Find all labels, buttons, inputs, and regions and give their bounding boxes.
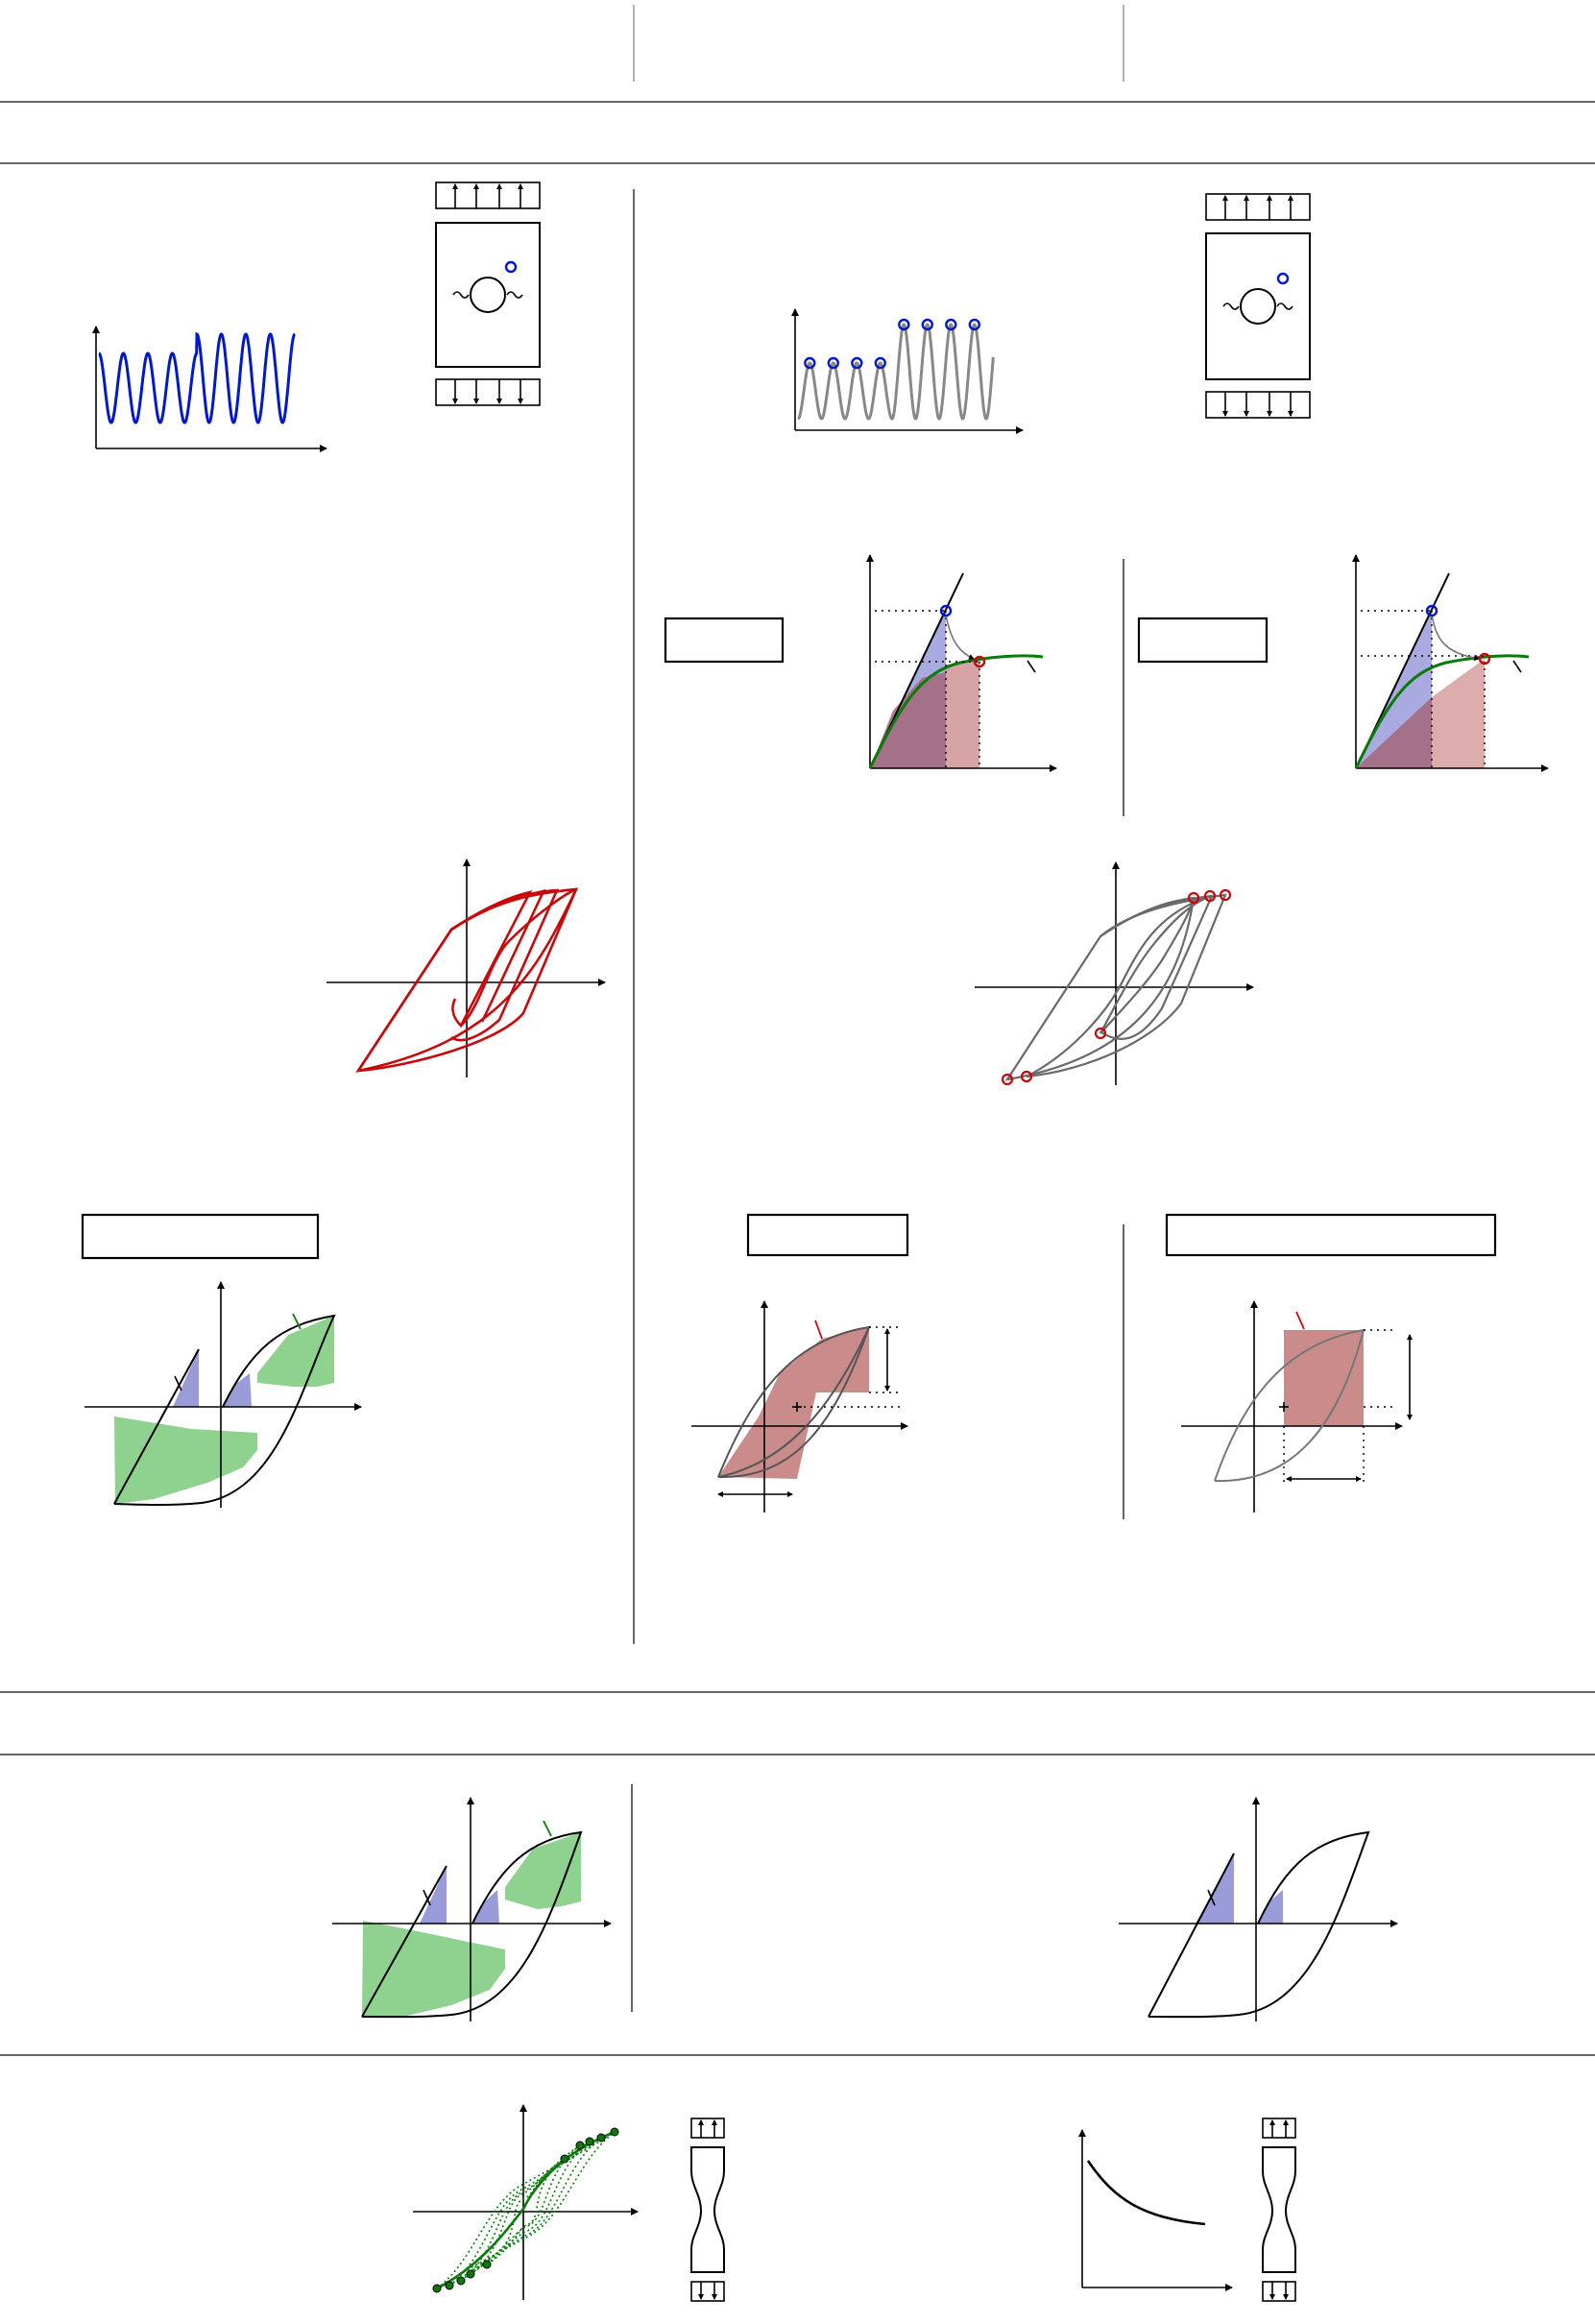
label-box-mid-2 bbox=[1137, 617, 1269, 664]
peak-marker-8 bbox=[968, 318, 980, 331]
peak-markers bbox=[804, 318, 980, 370]
peak-marker-2 bbox=[827, 356, 839, 370]
red-energy-1 bbox=[691, 1300, 908, 1513]
peak-marker-6 bbox=[921, 318, 933, 331]
sine-signal bbox=[98, 331, 296, 424]
blue-right bbox=[223, 1373, 252, 1407]
black-hysteresis-loop bbox=[1119, 1797, 1398, 2021]
peak-marker-4 bbox=[874, 356, 886, 370]
dogbone-specimen-1 bbox=[690, 2118, 725, 2302]
hysteresis-grey bbox=[975, 861, 1254, 1086]
label-box-mid-3 bbox=[746, 1213, 909, 1257]
green-upper-area bbox=[257, 1316, 334, 1387]
sine-signal-grey bbox=[797, 323, 995, 421]
decay-curve bbox=[1078, 2129, 1233, 2291]
section-rules bbox=[0, 101, 1595, 2056]
hysteresis-red bbox=[326, 859, 606, 1077]
header-dividers bbox=[633, 5, 1124, 82]
neuber-diagram-1 bbox=[866, 554, 1057, 772]
peak-marker-5 bbox=[898, 318, 910, 331]
dotted-loop-4 bbox=[470, 2144, 581, 2275]
dogbone-specimen-2 bbox=[1262, 2118, 1296, 2302]
column-dividers bbox=[631, 189, 1124, 2012]
dotted-loop-1 bbox=[436, 2131, 616, 2289]
overlap-area bbox=[870, 672, 946, 768]
green-dotted-loops bbox=[413, 2104, 639, 2300]
neuber-diagram-2 bbox=[1352, 554, 1549, 772]
green-energy-loop-2 bbox=[332, 1797, 612, 2021]
red-area bbox=[946, 660, 979, 768]
peak-marker-1 bbox=[804, 356, 816, 370]
blue-marker bbox=[504, 260, 518, 274]
peak-marker-7 bbox=[945, 318, 957, 331]
load-signal-chart-b bbox=[791, 308, 1024, 434]
label-box-right-3 bbox=[1165, 1213, 1497, 1257]
blue-marker bbox=[1276, 272, 1290, 285]
red-energy-2 bbox=[1181, 1300, 1413, 1513]
label-box-mid-1 bbox=[664, 617, 785, 664]
specimen-plate-b bbox=[1205, 193, 1311, 419]
blue-left bbox=[173, 1349, 199, 1407]
peak-marker-3 bbox=[851, 356, 863, 370]
load-signal-chart-a bbox=[92, 326, 327, 452]
green-energy-loop-1 bbox=[85, 1281, 362, 1508]
specimen-plate-a bbox=[435, 182, 541, 406]
label-box-left-2 bbox=[81, 1213, 320, 1260]
